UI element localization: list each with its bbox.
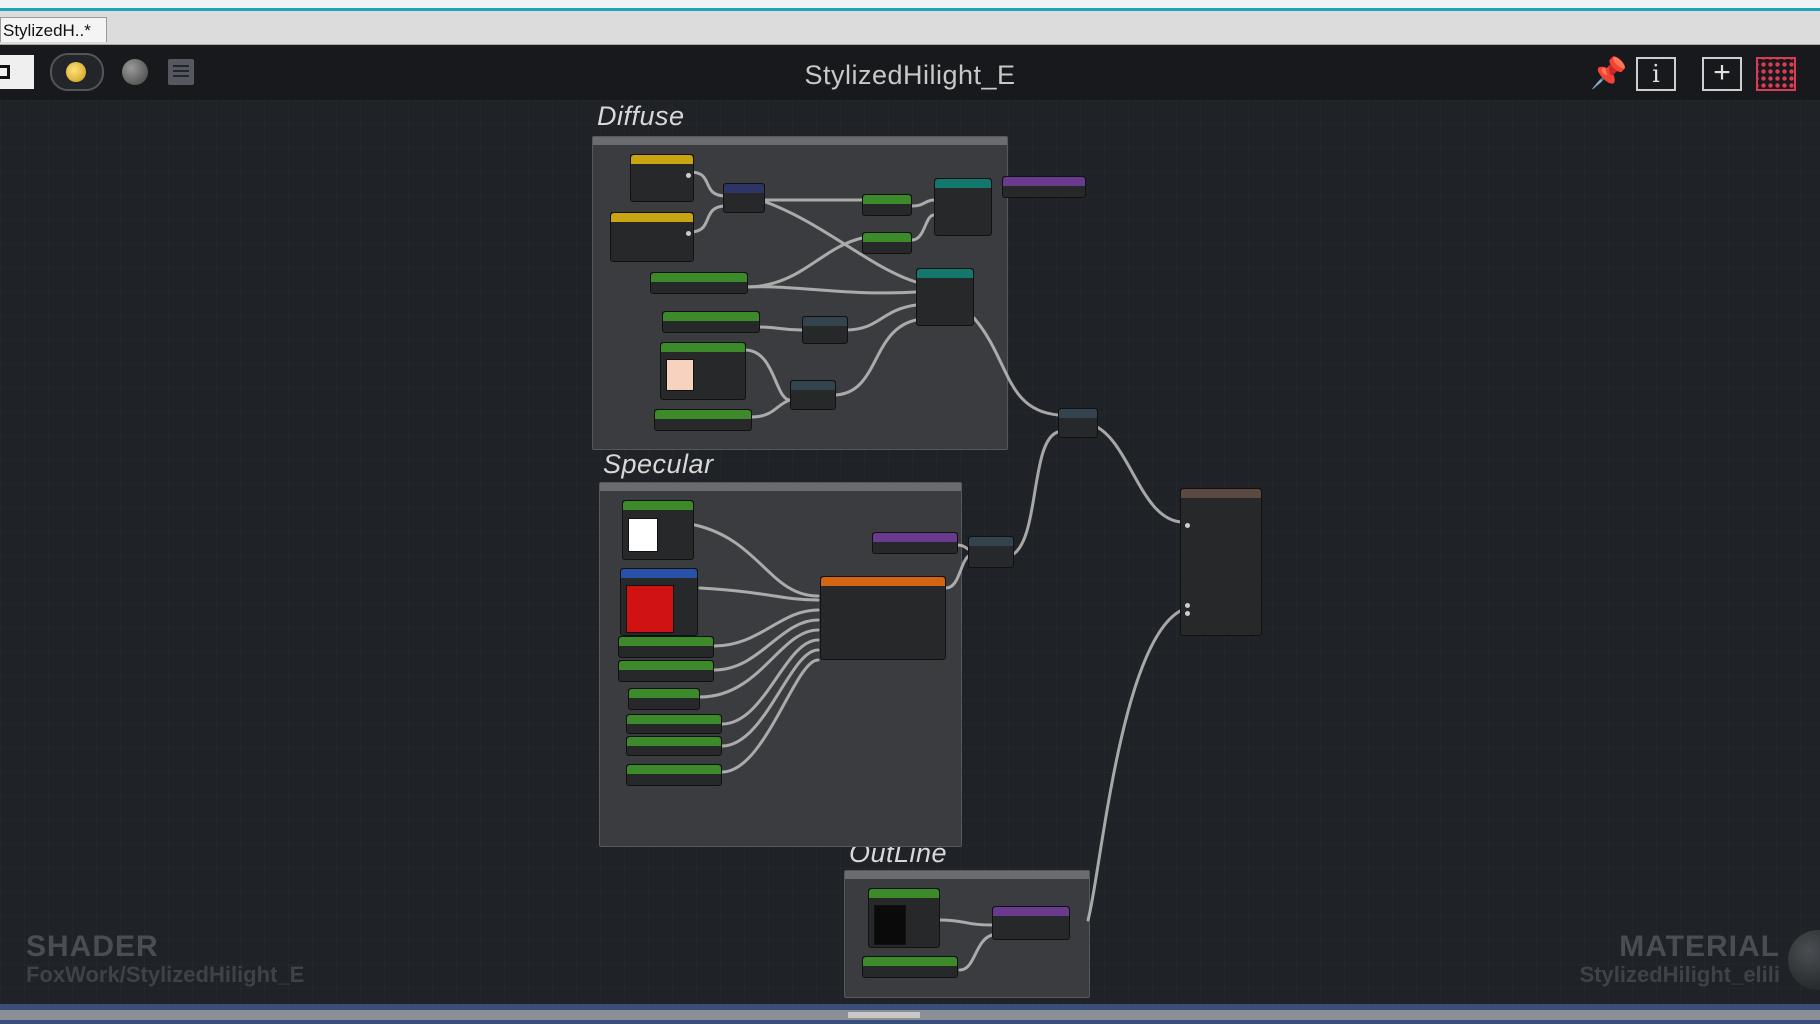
sphere-preview-icon[interactable] <box>122 59 148 85</box>
accent-line <box>0 8 1820 11</box>
node-stylized-specular-function[interactable] <box>820 576 946 660</box>
node-float-slider-4[interactable] <box>618 660 714 682</box>
node-specular-texture[interactable] <box>620 568 698 636</box>
node-header <box>993 907 1069 916</box>
node-lerp-2[interactable] <box>916 268 974 326</box>
color-swatch[interactable] <box>874 905 906 945</box>
node-header <box>611 213 693 222</box>
node-float-slider-5[interactable] <box>626 714 722 734</box>
node-header <box>803 317 847 326</box>
node-header <box>619 661 713 670</box>
node-header <box>724 184 764 193</box>
node-outline-color[interactable] <box>868 888 940 948</box>
node-specular-softness[interactable] <box>628 688 700 710</box>
node-header <box>655 410 751 419</box>
texture-preview[interactable] <box>626 585 674 633</box>
color-swatch[interactable] <box>628 518 658 552</box>
node-base-color[interactable] <box>660 342 746 400</box>
node-add[interactable] <box>1058 408 1098 438</box>
group-label-specular: Specular <box>603 449 714 479</box>
node-multiply-1[interactable] <box>802 316 848 344</box>
node-float-1[interactable] <box>862 194 912 216</box>
node-float-2[interactable] <box>862 232 912 254</box>
material-label: MATERIAL <box>1619 930 1780 963</box>
node-header <box>869 889 939 898</box>
node-header <box>935 179 991 188</box>
input-port[interactable] <box>1185 523 1190 528</box>
window-top-strip <box>0 0 1820 11</box>
node-specular-range[interactable] <box>618 636 714 658</box>
input-port[interactable] <box>1185 603 1190 608</box>
info-icon[interactable]: i <box>1636 57 1676 91</box>
node-float-slider-3[interactable] <box>654 409 752 431</box>
document-icon[interactable] <box>168 59 194 85</box>
node-multiply-2[interactable] <box>790 380 836 410</box>
node-header <box>791 381 835 390</box>
shader-path: FoxWork/StylizedHilight_E <box>26 962 305 987</box>
shader-label: SHADER <box>26 930 159 963</box>
group-header <box>600 483 961 491</box>
color-swatch[interactable] <box>666 359 694 391</box>
add-node-icon[interactable]: + <box>1702 57 1742 91</box>
node-float-slider-7[interactable] <box>626 764 722 786</box>
node-header <box>863 233 911 242</box>
node-world-space-light-dir[interactable] <box>610 212 694 262</box>
tab-bar: StylizedH..* <box>0 11 1820 45</box>
node-header <box>863 195 911 204</box>
node-multiply-3[interactable] <box>968 536 1014 568</box>
panel-toggle-icon[interactable] <box>0 55 34 89</box>
node-header <box>969 537 1013 546</box>
node-outline-width[interactable] <box>862 956 958 978</box>
node-header <box>627 737 721 746</box>
node-master-output[interactable] <box>1180 488 1262 636</box>
editor-tab[interactable]: StylizedH..* <box>0 17 107 42</box>
node-header <box>623 501 693 510</box>
node-specular-color[interactable] <box>622 500 694 560</box>
node-outline[interactable] <box>992 906 1070 940</box>
node-header <box>627 765 721 774</box>
node-world-normal[interactable] <box>630 154 694 202</box>
node-header <box>863 957 957 966</box>
node-get-local-var[interactable] <box>872 532 958 554</box>
scroll-thumb[interactable] <box>848 1012 920 1018</box>
node-header <box>821 577 945 586</box>
node-dot[interactable] <box>723 183 765 213</box>
node-header <box>627 715 721 724</box>
material-name: StylizedHilight_elili <box>1579 962 1780 987</box>
node-header <box>651 273 747 282</box>
grid-icon[interactable] <box>1756 57 1796 91</box>
preview-toggle-icon[interactable] <box>50 53 104 91</box>
node-header <box>917 269 973 278</box>
node-header <box>1181 489 1261 498</box>
node-header <box>619 637 713 646</box>
output-port[interactable] <box>686 231 691 236</box>
node-header <box>629 689 699 698</box>
node-header <box>661 343 745 352</box>
node-header <box>1003 177 1085 186</box>
node-header <box>1059 409 1097 418</box>
node-header <box>621 569 697 578</box>
toolbar <box>0 45 1820 100</box>
group-label-diffuse: Diffuse <box>597 101 685 131</box>
node-header <box>873 533 957 542</box>
output-port[interactable] <box>686 173 691 178</box>
node-register-local-var[interactable] <box>1002 176 1086 198</box>
node-float-slider-1[interactable] <box>650 272 748 294</box>
input-port[interactable] <box>1185 611 1190 616</box>
node-header <box>663 312 759 321</box>
node-header <box>631 155 693 164</box>
node-float-slider-2[interactable] <box>662 311 760 333</box>
group-header <box>845 871 1089 879</box>
pin-icon[interactable]: 📌 <box>1590 57 1628 90</box>
group-header <box>593 137 1007 145</box>
node-float-slider-6[interactable] <box>626 736 722 756</box>
window-title: StylizedHilight_E <box>804 60 1016 90</box>
node-lerp-1[interactable] <box>934 178 992 236</box>
bottom-scrollbar[interactable] <box>0 1004 1820 1024</box>
